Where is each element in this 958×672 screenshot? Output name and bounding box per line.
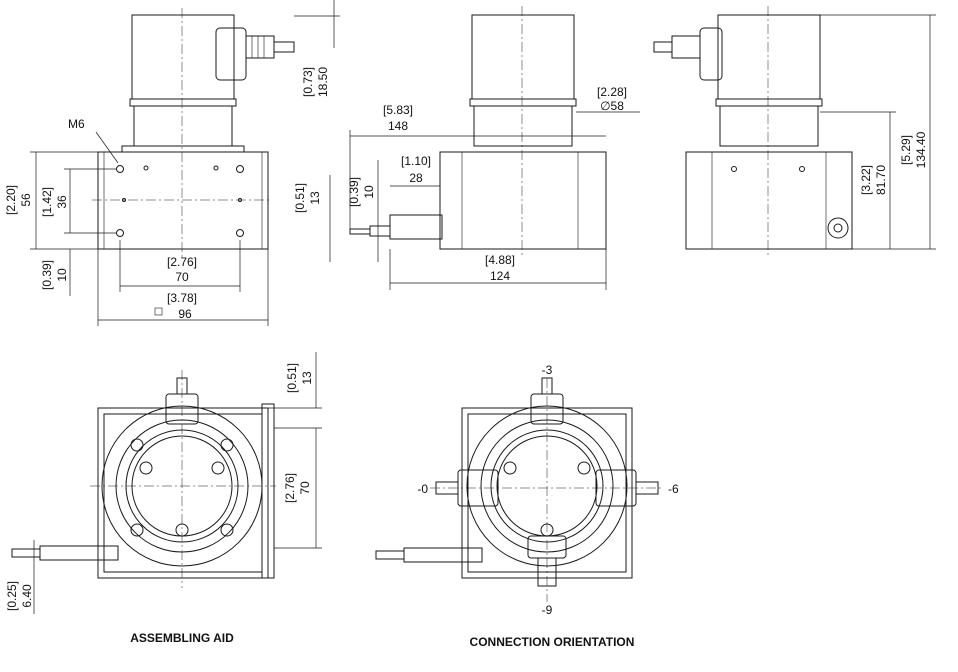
pin-total-inch: [0.51] bbox=[293, 183, 307, 213]
hole-span-v-mm: 36 bbox=[55, 195, 69, 209]
assembling-aid-caption: ASSEMBLING AID bbox=[130, 631, 234, 645]
connector-housing bbox=[215, 27, 247, 81]
orientation-bottom: -9 bbox=[542, 603, 553, 617]
side-rail bbox=[261, 403, 275, 579]
sensor-head bbox=[131, 14, 235, 100]
connector-mm: 18.50 bbox=[316, 67, 330, 97]
flange bbox=[469, 98, 577, 107]
connector-pin bbox=[273, 41, 295, 53]
span-inch: [2.76] bbox=[283, 473, 297, 503]
mount-hole bbox=[236, 165, 244, 173]
span-mm: 70 bbox=[298, 481, 312, 495]
knob bbox=[827, 217, 849, 239]
total-height-inch: [5.29] bbox=[899, 135, 913, 165]
diameter-mm: ∅58 bbox=[600, 99, 624, 113]
side-view: [5.83] 148 [2.28] ∅58 [1.10] 28 [0.39] 1… bbox=[293, 6, 640, 290]
height-mm: 56 bbox=[19, 193, 33, 207]
pin bbox=[39, 545, 119, 561]
bottom-inch: [0.25] bbox=[5, 581, 19, 611]
rear-view: [3.22] 81.70 [5.29] 134.40 bbox=[653, 6, 936, 258]
frame bbox=[97, 407, 269, 579]
orientation-right: -6 bbox=[668, 482, 679, 496]
center-height-inch: [3.22] bbox=[859, 165, 873, 195]
sensor-head bbox=[717, 14, 821, 100]
mount-hole bbox=[116, 165, 124, 173]
hole-span-h-mm: 70 bbox=[175, 270, 189, 284]
hole-span-v-inch: [1.42] bbox=[40, 187, 54, 217]
total-height-mm: 134.40 bbox=[914, 131, 928, 168]
body-length-mm: 124 bbox=[490, 269, 510, 283]
neck bbox=[133, 105, 233, 147]
pin-block bbox=[389, 214, 443, 240]
top-inch: [0.51] bbox=[285, 363, 299, 393]
pin-offset-mm: 28 bbox=[409, 171, 423, 185]
width-inch: [3.78] bbox=[167, 291, 197, 305]
length-inch: [5.83] bbox=[383, 103, 413, 117]
flange bbox=[129, 98, 237, 107]
bottom-mm: 6.40 bbox=[20, 584, 34, 608]
sensor-head bbox=[471, 14, 575, 100]
mount-hole bbox=[116, 229, 124, 237]
length-mm: 148 bbox=[388, 119, 408, 133]
connector-inch: [0.73] bbox=[301, 67, 315, 97]
mount-hole bbox=[236, 229, 244, 237]
square-symbol bbox=[154, 307, 163, 316]
body-length-inch: [4.88] bbox=[485, 253, 515, 267]
connector-plug bbox=[245, 35, 275, 59]
top-mm: 13 bbox=[300, 371, 314, 385]
neck bbox=[473, 105, 573, 147]
diameter-inch: [2.28] bbox=[597, 85, 627, 99]
connection-orientation-caption: CONNECTION ORIENTATION bbox=[470, 635, 635, 649]
pin-offset-inch: [1.10] bbox=[401, 154, 431, 168]
front-view: M6 [2.20] 56 [1.42] 36 [0.39] 10 [2.76] … bbox=[4, 0, 340, 326]
main-body bbox=[439, 151, 607, 250]
width-mm: 96 bbox=[178, 307, 192, 321]
pin-height-inch: [0.39] bbox=[347, 177, 361, 207]
main-body bbox=[685, 151, 853, 250]
pin-height-mm: 10 bbox=[362, 185, 376, 199]
height-inch: [2.20] bbox=[4, 185, 18, 215]
base-offset-inch: [0.39] bbox=[40, 260, 54, 290]
pin bbox=[369, 225, 391, 237]
orientation-left: -0 bbox=[417, 482, 428, 496]
connection-orientation-view: -3 -0 -6 -9 CONNECTION ORIENTATION bbox=[375, 363, 679, 649]
orientation-top: -3 bbox=[542, 363, 553, 377]
base-offset-mm: 10 bbox=[55, 268, 69, 282]
thread-label: M6 bbox=[68, 117, 85, 131]
center-height-mm: 81.70 bbox=[874, 165, 888, 195]
hole-span-h-inch: [2.76] bbox=[167, 255, 197, 269]
pin-total-mm: 13 bbox=[308, 191, 322, 205]
assembling-aid-view: [0.51] 13 [2.76] 70 [0.25] 6.40 ASSEMBLI… bbox=[5, 352, 322, 645]
